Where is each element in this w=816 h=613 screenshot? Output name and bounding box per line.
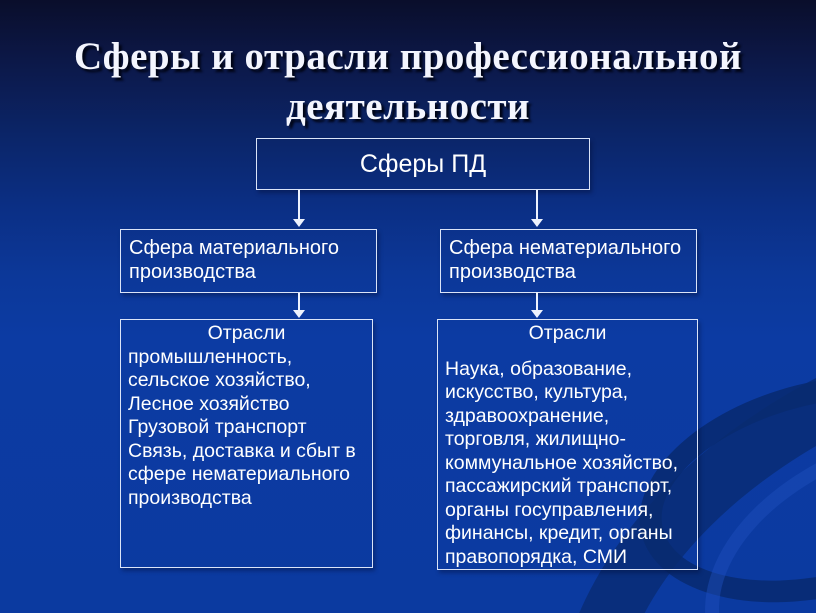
- connector-arrow-root-to-material: [298, 190, 300, 219]
- slide-title: Сферы и отрасли профессиональной деятель…: [73, 35, 743, 128]
- node-material-sphere: Сфера материального производства: [120, 229, 377, 293]
- node-spheres-pd: Сферы ПД: [256, 138, 590, 190]
- material-branches-header: Отрасли: [207, 322, 286, 344]
- node-nonmaterial-sphere-label: Сфера нематериального производства: [449, 237, 682, 283]
- connector-arrow-material-to-branches: [298, 293, 300, 310]
- node-material-branches: Отрасли промышленность, сельское хозяйст…: [120, 319, 373, 568]
- nonmaterial-branches-body: Наука, образование, искусство, культура,…: [445, 357, 679, 568]
- connector-arrow-nonmaterial-to-branches: [536, 292, 538, 310]
- node-nonmaterial-sphere: Сфера нематериального производства: [440, 229, 697, 293]
- connector-arrow-root-to-nonmaterial: [536, 190, 538, 219]
- material-branches-body: промышленность, сельское хозяйство, Лесн…: [128, 345, 356, 509]
- node-nonmaterial-branches: Отрасли Наука, образование, искусство, к…: [437, 319, 698, 570]
- node-material-sphere-label: Сфера материального производства: [129, 237, 339, 283]
- nonmaterial-branches-header: Отрасли: [528, 322, 607, 344]
- node-spheres-pd-label: Сферы ПД: [359, 149, 487, 178]
